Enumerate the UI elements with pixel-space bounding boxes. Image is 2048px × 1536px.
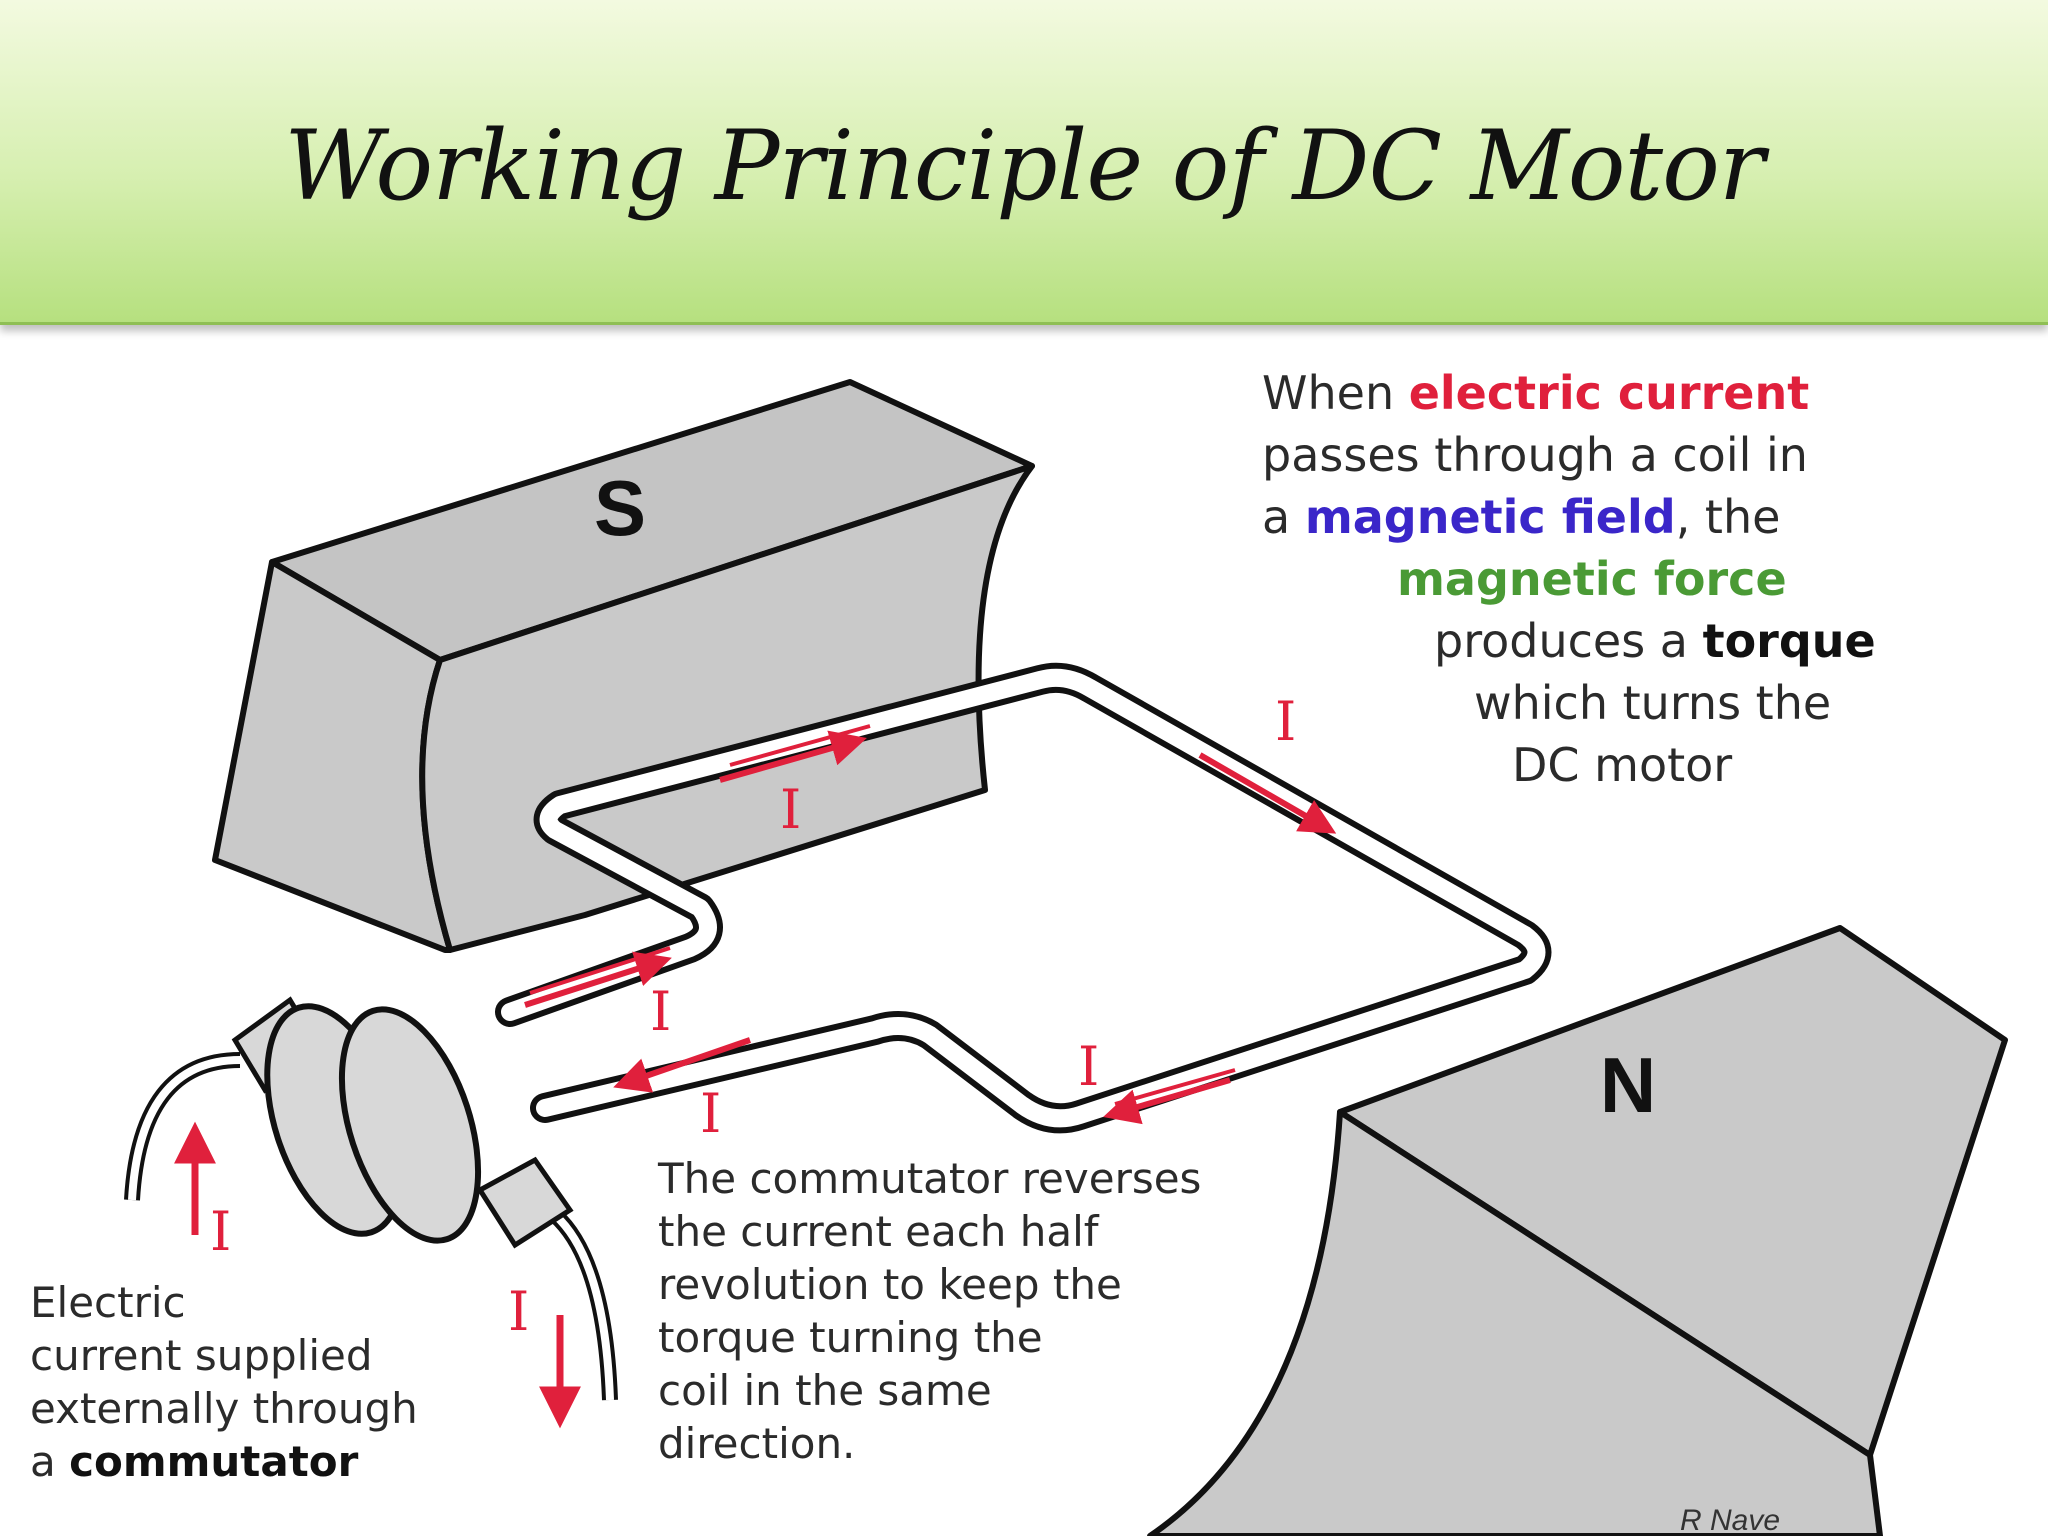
north-pole-label: N [1600,1041,1656,1129]
image-credit: R Nave [1680,1504,1780,1536]
supply-note: Electric current supplied externally thr… [30,1276,418,1488]
current-arrow-lower-right-b [1114,1068,1236,1106]
explanation-line-2: passes through a coil in [1262,428,1808,482]
electric-current-phrase: electric current [1408,366,1810,420]
commutator-note-line-4: torque turning the [658,1313,1043,1362]
explanation-l3-a: a [1262,490,1305,544]
north-magnet-pole-face [1147,1109,1883,1536]
explanation-text: When electric current passes through a c… [1262,362,1876,796]
commutator-note: The commutator reverses the current each… [658,1152,1201,1470]
commutator-note-line-5: coil in the same [658,1366,992,1415]
commutator-note-line-6: direction. [658,1419,856,1468]
commutator-note-line-2: the current each half [658,1207,1099,1256]
current-arrow-lead-upper-b [529,946,671,995]
explanation-line-1: When electric current [1262,362,1876,424]
explanation-line-3: a magnetic field, the [1262,486,1876,548]
current-label-coil-left: I [780,778,801,841]
supply-note-l4-a: a [30,1437,70,1486]
current-arrow-coil-left-b [729,724,871,767]
commutator-note-line-1: The commutator reverses [658,1154,1202,1203]
supply-note-line-3: externally through [30,1384,418,1433]
north-pole-magnet: N [1147,925,2008,1536]
title-banner [0,0,2048,325]
supply-note-line-4: a commutator [30,1435,418,1488]
slide-title: Working Principle of DC Motor [284,110,1765,222]
explanation-l3-c: , the [1675,490,1781,544]
torque-word: torque [1702,614,1876,668]
current-arrow-coil-left-a [719,730,867,783]
magnetic-force-phrase: magnetic force [1397,552,1787,606]
magnetic-field-phrase: magnetic field [1304,490,1676,544]
current-label-supply-right: I [508,1280,529,1343]
explanation-line-4: magnetic force [1262,548,1876,610]
commutator-assembly [124,996,618,1401]
current-arrows [174,724,1337,1429]
current-label-lead-upper: I [650,980,671,1043]
supply-wire-right-core [552,1212,614,1401]
current-arrow-lead-upper [524,951,672,1008]
explanation-l5-a: produces a [1434,614,1703,668]
supply-note-line-2: current supplied [30,1331,373,1380]
commutator-word: commutator [69,1437,359,1486]
supply-note-line-1: Electric [30,1278,186,1327]
explanation-line-6: which turns the [1474,676,1832,730]
south-pole-label: S [594,464,646,552]
current-arrow-lead-lower [613,1037,751,1093]
brush-right [476,1156,574,1249]
current-arrow-coil-right [1198,752,1337,834]
commutator-note-line-3: revolution to keep the [658,1260,1122,1309]
current-arrow-lower-right [1103,1077,1231,1125]
explanation-line-5: produces a torque [1262,610,1876,672]
current-labels: I I I I I I I [210,690,1296,1343]
current-label-supply-left: I [210,1200,231,1263]
explanation-l1-a: When [1262,366,1409,420]
current-label-lead-lower: I [700,1082,721,1145]
current-label-lower-right: I [1078,1035,1099,1098]
explanation-line-7: DC motor [1512,738,1733,792]
current-label-coil-top: I [1275,690,1296,753]
supply-wire-left-core [128,1056,241,1201]
commutator-segment-right [338,1006,482,1244]
